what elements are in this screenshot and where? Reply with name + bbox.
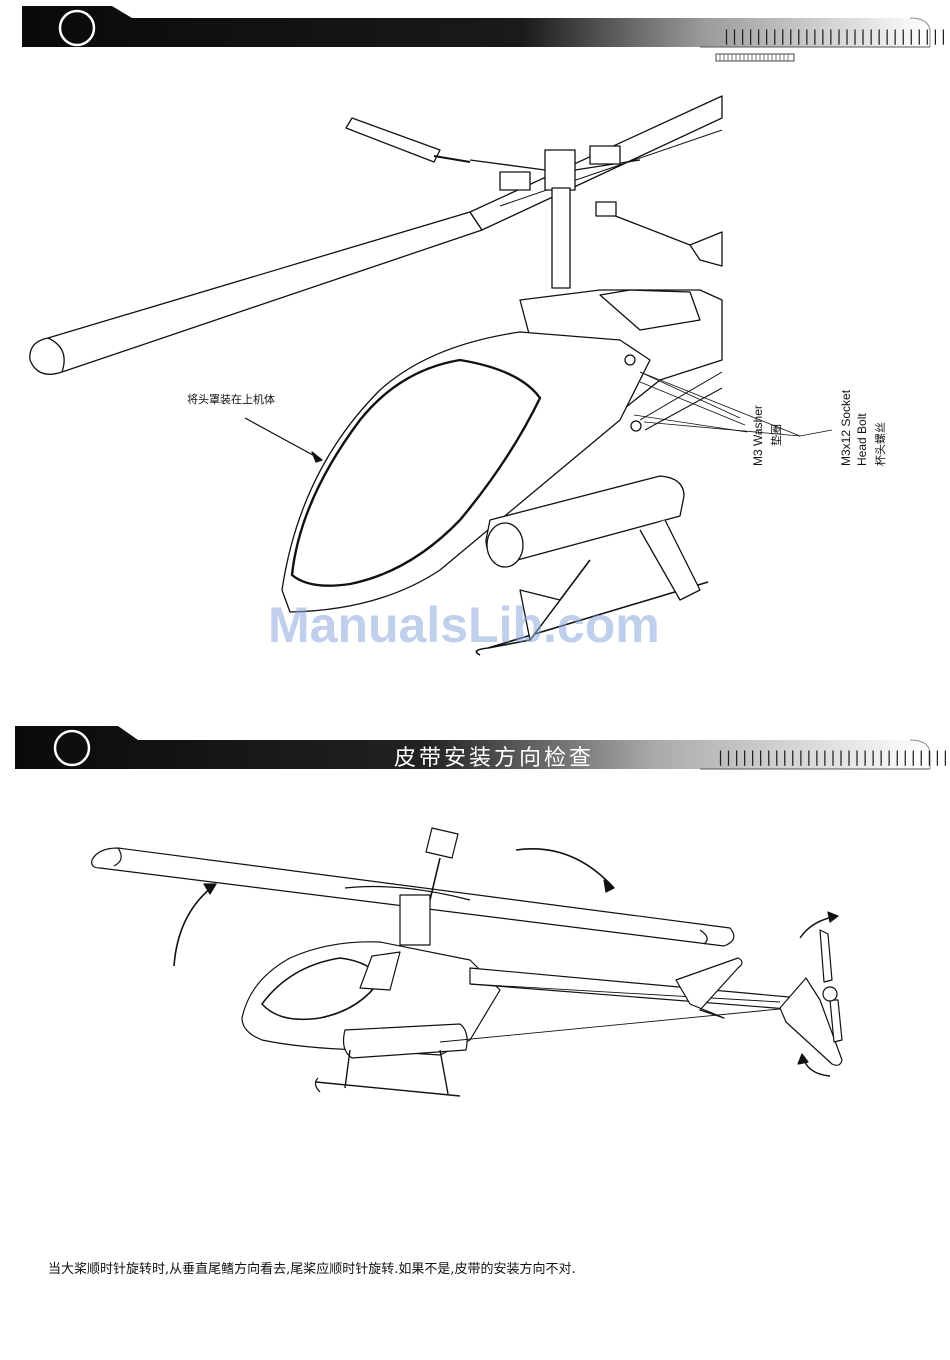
washer-cn-label: 垫圈	[768, 424, 784, 446]
bottom-ruler-char-10: |	[796, 748, 804, 766]
top-ruler-char-12: |	[818, 27, 826, 45]
bottom-ruler-char-25: |	[917, 748, 925, 766]
top-ruler-char-10: |	[802, 27, 810, 45]
top-ruler-char-22: |	[899, 27, 907, 45]
belt-direction-title: 皮带安装方向检查	[394, 740, 594, 772]
top-ruler-char-25: |	[923, 27, 931, 45]
top-ruler-char-15: |	[842, 27, 850, 45]
watermark: ManualsLib.com	[268, 596, 660, 654]
bottom-ruler-char-1: |	[724, 748, 732, 766]
top-ruler-char-1: |	[730, 27, 738, 45]
bottom-ruler-char-4: |	[748, 748, 756, 766]
top-ruler-char-21: |	[891, 27, 899, 45]
washer-label: M3 Washer	[752, 405, 765, 466]
top-ruler-char-17: |	[859, 27, 867, 45]
top-ruler-char-2: |	[738, 27, 746, 45]
bottom-ruler-char-14: |	[828, 748, 836, 766]
bottom-ruler-char-21: |	[885, 748, 893, 766]
top-ruler-char-24: |	[915, 27, 923, 45]
bolt-label-line1: M3x12 Socket	[840, 390, 853, 466]
bottom-ruler-char-22: |	[893, 748, 901, 766]
bottom-section-banner: 皮带安装方向检查 |||||||||||||||||||||||||||||||…	[0, 722, 950, 782]
bottom-ruler-char-15: |	[836, 748, 844, 766]
top-ruler-char-23: |	[907, 27, 915, 45]
belt-direction-note: 当大桨顺时针旋转时,从垂直尾鳍方向看去,尾桨应顺时针旋转.如果不是,皮带的安装方…	[48, 1258, 576, 1277]
top-ruler-char-4: |	[754, 27, 762, 45]
bottom-ruler: ||||||||||||||||||||||||||||||||	[716, 748, 950, 766]
bottom-ruler-char-27: |	[933, 748, 941, 766]
bottom-ruler-char-17: |	[853, 748, 861, 766]
bottom-ruler-char-5: |	[756, 748, 764, 766]
top-ruler-char-5: |	[762, 27, 770, 45]
bottom-ruler-char-26: |	[925, 748, 933, 766]
bottom-ruler-char-8: |	[780, 748, 788, 766]
top-ruler: ||||||||||||||||||||||||||||||||	[722, 27, 950, 45]
top-ruler-char-6: |	[770, 27, 778, 45]
bottom-ruler-char-28: |	[941, 748, 949, 766]
bottom-ruler-char-23: |	[901, 748, 909, 766]
top-ruler-char-8: |	[786, 27, 794, 45]
top-ruler-char-27: |	[939, 27, 947, 45]
bottom-ruler-char-12: |	[812, 748, 820, 766]
top-ruler-char-3: |	[746, 27, 754, 45]
top-ruler-char-0: |	[722, 27, 730, 45]
bottom-ruler-char-19: |	[869, 748, 877, 766]
top-ruler-char-26: |	[931, 27, 939, 45]
top-ruler-char-13: |	[826, 27, 834, 45]
helicopter-rotation-illustration	[0, 810, 950, 1120]
top-ruler-char-16: |	[851, 27, 859, 45]
bottom-ruler-char-9: |	[788, 748, 796, 766]
bottom-ruler-char-6: |	[764, 748, 772, 766]
top-ruler-char-9: |	[794, 27, 802, 45]
mount-canopy-label: 将头罩装在上机体	[187, 391, 275, 407]
bottom-ruler-char-0: |	[716, 748, 724, 766]
top-ruler-char-7: |	[778, 27, 786, 45]
bottom-ruler-char-3: |	[740, 748, 748, 766]
bottom-ruler-char-2: |	[732, 748, 740, 766]
top-ruler-char-11: |	[810, 27, 818, 45]
bolt-cn-label: 杯头螺丝	[872, 422, 888, 466]
bottom-ruler-char-16: |	[845, 748, 853, 766]
bolt-label-line2: Head Bolt	[856, 413, 869, 466]
bottom-ruler-char-13: |	[820, 748, 828, 766]
top-ruler-char-19: |	[875, 27, 883, 45]
bottom-ruler-char-18: |	[861, 748, 869, 766]
bottom-ruler-char-24: |	[909, 748, 917, 766]
top-ruler-char-20: |	[883, 27, 891, 45]
top-ruler-char-18: |	[867, 27, 875, 45]
bottom-ruler-char-11: |	[804, 748, 812, 766]
bottom-ruler-char-20: |	[877, 748, 885, 766]
top-ruler-char-14: |	[834, 27, 842, 45]
top-section-banner: ||||||||||||||||||||||||||||||||	[0, 0, 950, 60]
bottom-ruler-char-7: |	[772, 748, 780, 766]
